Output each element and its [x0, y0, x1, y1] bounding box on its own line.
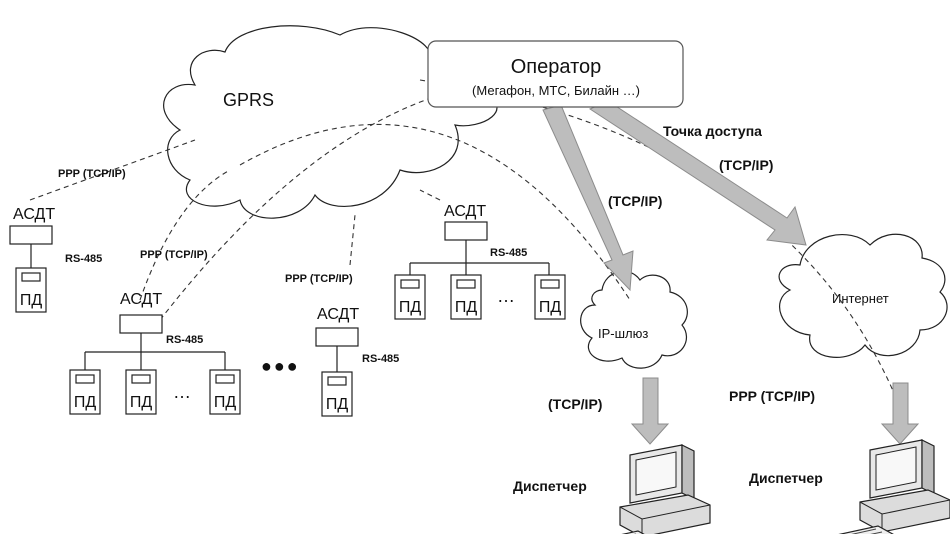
- asdt-group-2: АСДТ RS-485 ПД ПД … ПД: [69, 291, 241, 415]
- dispatcher-computer-1: [591, 444, 711, 534]
- dispatcher-label-2: Диспетчер: [749, 470, 823, 486]
- asdt-label: АСДТ: [120, 291, 162, 308]
- rs485-label: RS-485: [65, 253, 102, 265]
- pd-device: ПД: [69, 369, 101, 415]
- computer-icon: [831, 439, 950, 534]
- pd-device: ПД: [125, 369, 157, 415]
- dashed-arc-2: [239, 124, 631, 301]
- pd-device: ПД: [209, 369, 241, 415]
- asdt-label: АСДТ: [13, 206, 55, 223]
- tcpip-label-right: (TCP/IP): [719, 157, 773, 173]
- more-groups-dots: ●●●: [261, 356, 300, 376]
- dashed-link-2: [139, 169, 231, 301]
- arrow-internet-to-dispatcher: [880, 382, 920, 445]
- asdt-label: АСДТ: [317, 306, 359, 323]
- rs485-label: RS-485: [490, 247, 527, 259]
- asdt-box: [119, 314, 163, 334]
- arrow-operator-to-internet: [588, 100, 807, 246]
- ppp-label-internet: PPP (TCP/IP): [729, 388, 815, 404]
- pd-device: ПД: [534, 274, 566, 320]
- svg-text:ПД: ПД: [326, 396, 349, 413]
- ppp-label-3: PPP (TCP/IP): [285, 273, 353, 285]
- svg-text:ПД: ПД: [539, 299, 562, 316]
- ip-gateway-label: IP-шлюз: [598, 326, 648, 341]
- arrow-operator-to-gateway: [542, 104, 634, 292]
- dispatcher-computer-2: [831, 439, 950, 534]
- operator-subtitle: (Мегафон, МТС, Билайн …): [472, 83, 640, 98]
- asdt-box: [315, 327, 359, 347]
- svg-text:ПД: ПД: [20, 292, 43, 309]
- asdt-box: [444, 221, 488, 241]
- tcpip-label-middle: (TCP/IP): [608, 193, 662, 209]
- computer-icon: [591, 444, 711, 534]
- pd-device: ПД: [394, 274, 426, 320]
- ellipsis: …: [497, 286, 515, 306]
- ellipsis: …: [173, 382, 191, 402]
- ip-gateway-cloud: [580, 270, 688, 369]
- rs485-label: RS-485: [362, 353, 399, 365]
- svg-text:ПД: ПД: [214, 394, 237, 411]
- ppp-label-1: PPP (TCP/IP): [58, 168, 126, 180]
- arrow-gateway-to-dispatcher: [630, 377, 670, 445]
- operator-box: [427, 40, 684, 108]
- svg-text:ПД: ПД: [455, 299, 478, 316]
- pd-device: ПД: [321, 371, 353, 417]
- rs485-label: RS-485: [166, 334, 203, 346]
- pd-device: ПД: [450, 274, 482, 320]
- dashed-link-1: [29, 139, 196, 201]
- asdt-group-1: АСДТ ПД RS-485: [9, 206, 102, 313]
- internet-cloud: [778, 233, 948, 358]
- asdt-label: АСДТ: [444, 203, 486, 220]
- asdt-group-4: АСДТ RS-485 ПД ПД … ПД: [394, 203, 566, 320]
- dashed-link-3: [349, 214, 356, 266]
- dashed-link-4: [419, 189, 441, 201]
- asdt-group-3: АСДТ RS-485 ПД: [315, 306, 399, 417]
- gprs-label: GPRS: [223, 90, 274, 110]
- pd-device: ПД: [15, 267, 47, 313]
- svg-text:ПД: ПД: [399, 299, 422, 316]
- svg-text:ПД: ПД: [130, 394, 153, 411]
- dispatcher-label-1: Диспетчер: [513, 478, 587, 494]
- access-point-label: Точка доступа: [663, 123, 762, 139]
- tcpip-label-gateway: (TCP/IP): [548, 396, 602, 412]
- svg-text:ПД: ПД: [74, 394, 97, 411]
- gprs-cloud: [163, 25, 498, 219]
- dashed-arc-1: [159, 94, 441, 321]
- ppp-label-2: PPP (TCP/IP): [140, 249, 208, 261]
- internet-label: Интернет: [832, 291, 889, 306]
- asdt-box: [9, 225, 53, 245]
- operator-title: Оператор: [511, 56, 602, 78]
